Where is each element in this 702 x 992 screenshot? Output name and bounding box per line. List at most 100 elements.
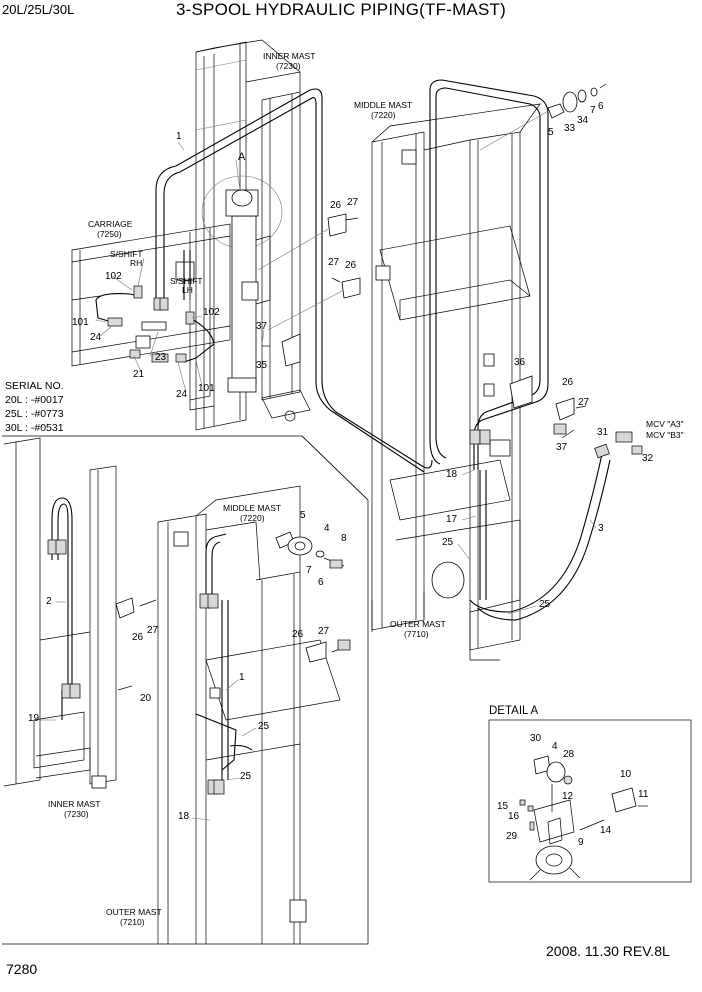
callout-102a: 102 bbox=[105, 271, 122, 282]
leader-lines bbox=[40, 141, 597, 821]
callout-18a: 18 bbox=[446, 469, 458, 480]
serial-line-30l: 30L : -#0531 bbox=[5, 422, 64, 434]
callout-17: 17 bbox=[446, 514, 458, 525]
callout-26d: 26 bbox=[132, 632, 144, 643]
callout-5: 5 bbox=[548, 127, 554, 138]
middle-mast-lower bbox=[157, 485, 341, 944]
callout-27d: 27 bbox=[147, 625, 159, 636]
middle-mast-lower-label: MIDDLE MAST bbox=[223, 503, 282, 513]
callout-16: 16 bbox=[508, 811, 520, 822]
callout-4b: 4 bbox=[552, 741, 558, 752]
callout-24a: 24 bbox=[90, 332, 102, 343]
model-label: 20L/25L/30L bbox=[2, 2, 75, 17]
callout-3: 3 bbox=[598, 523, 604, 534]
hose-3-mcv bbox=[469, 423, 643, 621]
page-title: 3-SPOOL HYDRAULIC PIPING(TF-MAST) bbox=[176, 0, 506, 19]
callout-35: 35 bbox=[256, 360, 268, 371]
callout-26a: 26 bbox=[330, 200, 342, 211]
callout-6: 6 bbox=[598, 101, 604, 112]
serial-line-20l: 20L : -#0017 bbox=[5, 394, 64, 406]
callout-36: 36 bbox=[514, 357, 526, 368]
callout-1b: 1 bbox=[239, 672, 245, 683]
inner-mast-label: INNER MAST bbox=[263, 51, 316, 61]
sshift-rh-side: RH bbox=[130, 258, 143, 268]
callout-23: 23 bbox=[155, 352, 167, 363]
callout-25d: 25 bbox=[240, 771, 252, 782]
outer-mast-code: (7710) bbox=[404, 629, 429, 639]
middle-mast-code: (7220) bbox=[371, 110, 396, 120]
callout-25c: 25 bbox=[258, 721, 270, 732]
callout-12: 12 bbox=[562, 791, 574, 802]
callout-2: 2 bbox=[46, 596, 52, 607]
callout-20: 20 bbox=[140, 693, 152, 704]
callout-31: 31 bbox=[597, 427, 609, 438]
callout-26c: 26 bbox=[562, 377, 574, 388]
revision-date: 2008. 11.30 REV.8L bbox=[546, 943, 670, 959]
inner-mast-lower-code: (7230) bbox=[64, 809, 89, 819]
sideshift-hoses bbox=[95, 285, 215, 363]
middle-mast-lower-code: (7220) bbox=[240, 513, 265, 523]
detail-a-box bbox=[488, 719, 692, 883]
page-number: 7280 bbox=[6, 961, 38, 977]
serial-title: SERIAL NO. bbox=[5, 380, 64, 392]
callout-25a: 25 bbox=[442, 537, 454, 548]
outer-mast-lower-label: OUTER MAST bbox=[106, 907, 162, 917]
callout-7b: 7 bbox=[306, 565, 312, 576]
callout-21: 21 bbox=[133, 369, 145, 380]
callout-101a: 101 bbox=[72, 317, 89, 328]
callout-27b: 27 bbox=[328, 257, 340, 268]
callout-1: 1 bbox=[176, 131, 182, 142]
serial-line-25l: 25L : -#0773 bbox=[5, 408, 64, 420]
outer-mast-lower-code: (7210) bbox=[120, 917, 145, 927]
detail-a-marker: A bbox=[238, 151, 246, 163]
hose-1-lower bbox=[195, 533, 253, 795]
callout-25b: 25 bbox=[539, 599, 551, 610]
callout-101b: 101 bbox=[198, 383, 215, 394]
callout-37b: 37 bbox=[556, 442, 568, 453]
sshift-lh-label: S/SHIFT bbox=[170, 276, 203, 286]
mcv-b3-label: MCV "B3" bbox=[646, 430, 684, 440]
hose-loop-right bbox=[429, 79, 549, 600]
callout-18b: 18 bbox=[178, 811, 190, 822]
callout-4: 4 bbox=[324, 523, 330, 534]
callout-30: 30 bbox=[530, 733, 542, 744]
callout-14: 14 bbox=[600, 825, 612, 836]
fitting-set-lower bbox=[275, 531, 351, 663]
callout-15: 15 bbox=[497, 801, 509, 812]
inner-mast-lower-label: INNER MAST bbox=[48, 799, 101, 809]
callout-26b: 26 bbox=[345, 260, 357, 271]
callout-37a: 37 bbox=[256, 321, 268, 332]
outer-mast-label: OUTER MAST bbox=[390, 619, 446, 629]
carriage-code: (7250) bbox=[97, 229, 122, 239]
detail-a-title: DETAIL A bbox=[489, 705, 539, 717]
callout-34: 34 bbox=[577, 115, 589, 126]
callout-32: 32 bbox=[642, 453, 654, 464]
callout-8: 8 bbox=[341, 533, 347, 544]
callout-19: 19 bbox=[28, 713, 40, 724]
callout-11: 11 bbox=[638, 789, 649, 800]
middle-mast-label: MIDDLE MAST bbox=[354, 100, 413, 110]
callout-27e: 27 bbox=[318, 626, 330, 637]
fitting-set-top bbox=[479, 83, 607, 151]
callout-10: 10 bbox=[620, 769, 632, 780]
callout-33: 33 bbox=[564, 123, 576, 134]
lift-cylinder bbox=[201, 175, 283, 393]
callout-7: 7 bbox=[590, 105, 596, 116]
callout-5b: 5 bbox=[300, 510, 306, 521]
callout-28: 28 bbox=[563, 749, 575, 760]
middle-mast-upper bbox=[371, 103, 541, 661]
sshift-rh-label: S/SHIFT bbox=[110, 249, 143, 259]
callout-6b: 6 bbox=[318, 577, 324, 588]
carriage-label: CARRIAGE bbox=[88, 219, 133, 229]
callout-27a: 27 bbox=[347, 197, 359, 208]
brackets-upper bbox=[257, 213, 361, 367]
lower-left-box bbox=[2, 435, 369, 945]
callout-24b: 24 bbox=[176, 389, 188, 400]
callout-29: 29 bbox=[506, 831, 518, 842]
mcv-a3-label: MCV "A3" bbox=[646, 419, 684, 429]
callout-9: 9 bbox=[578, 837, 584, 848]
callout-27c: 27 bbox=[578, 397, 590, 408]
brackets-right bbox=[509, 375, 587, 421]
